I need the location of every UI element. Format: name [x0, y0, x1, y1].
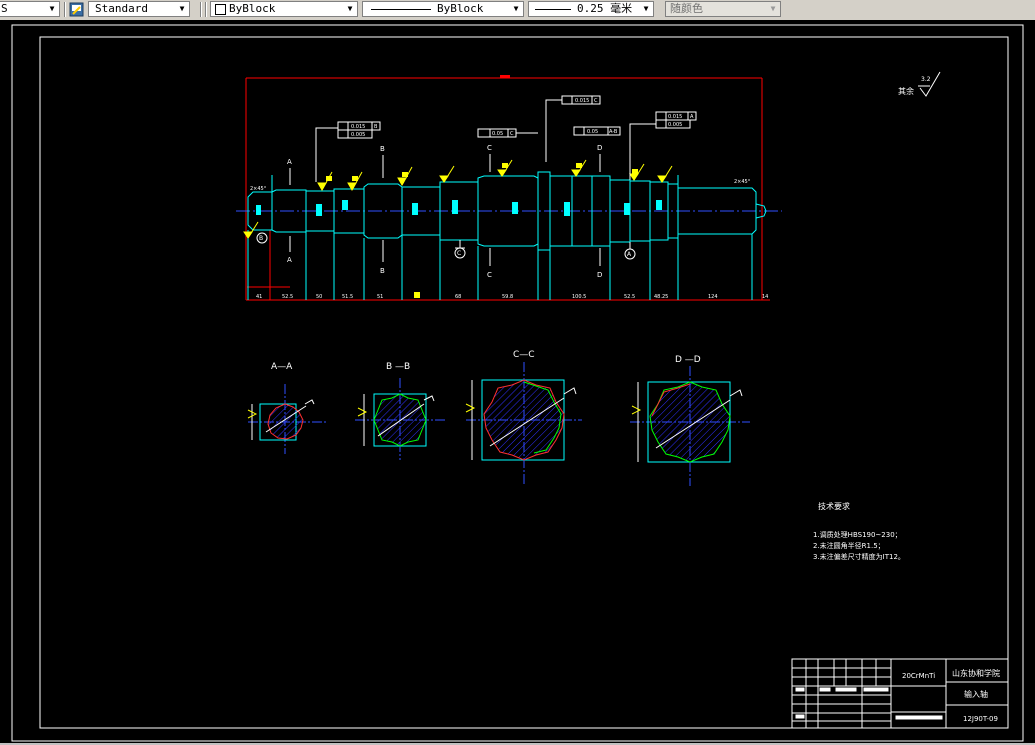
overall-dimension	[245, 75, 770, 301]
keyway-marks	[256, 200, 662, 216]
text-style-dropdown[interactable]: Standard ▼	[88, 1, 190, 17]
section-view-b: B —B	[355, 362, 445, 460]
title-school: 山东协和学院	[952, 668, 1000, 678]
linetype-sample-icon	[371, 9, 431, 10]
section-cut-lines: A A B B C C D D	[287, 144, 602, 279]
section-label: C	[487, 144, 492, 152]
partial-dropdown[interactable]: S ▼	[0, 1, 60, 17]
dim-value: 68	[455, 294, 461, 300]
partial-dropdown-value: S	[1, 2, 8, 15]
tolerance-value: 0.005	[351, 132, 365, 138]
roughness-symbol: 其余 3.2	[898, 71, 941, 97]
tolerance-frames: 0.015 B 0.005 0.015 C 0.05 C 0.05 A-B 0.…	[315, 95, 697, 182]
section-view-title: D —D	[675, 355, 701, 365]
dim-value: 14	[762, 294, 768, 300]
roughness-value: 3.2	[921, 76, 931, 83]
roughness-flags	[243, 159, 673, 298]
tech-req-title: 技术要求	[818, 501, 850, 511]
section-view-title: A—A	[271, 362, 293, 372]
drawing-canvas[interactable]: 其余 3.2	[0, 20, 1035, 745]
tolerance-ref: A	[690, 114, 694, 120]
section-view-d: D —D	[630, 355, 750, 486]
dim-value: 100.5	[572, 294, 586, 300]
linetype-dropdown[interactable]: ByBlock ▼	[362, 1, 524, 17]
section-label: B	[380, 267, 385, 275]
dim-value: 124	[708, 294, 718, 300]
section-view-title: C—C	[513, 350, 535, 360]
chamfer-right: 2×45°	[734, 179, 751, 185]
section-label: A	[287, 158, 292, 166]
chevron-down-icon: ▼	[347, 4, 353, 13]
tolerance-value: 0.015	[668, 114, 682, 120]
title-block: 20CrMnTi 山东协和学院 输入轴 12J90T-09	[791, 658, 1009, 729]
tolerance-ref: A-B	[609, 129, 618, 135]
bottom-dimensions: 41 52.5 50 51.5 51 68 59.8 100.5 52.5 48…	[256, 294, 768, 300]
datum-label: B	[259, 235, 263, 242]
chevron-down-icon: ▼	[770, 4, 776, 13]
chevron-down-icon: ▼	[513, 4, 519, 13]
technical-requirements: 技术要求 1.调质处理HBS190~230； 2.未注圆角半径R1.5； 3.未…	[813, 501, 905, 561]
chevron-down-icon: ▼	[49, 4, 55, 13]
dim-value: 52.5	[282, 294, 293, 300]
section-label: B	[380, 145, 385, 153]
section-view-c: C—C	[465, 350, 582, 484]
datum-label: A	[627, 251, 632, 258]
properties-toolbar: S ▼ Standard ▼ ByBlock ▼ ByBlock ▼ 0.25 …	[0, 0, 1035, 21]
toolbar-separator	[64, 2, 66, 17]
dim-value: 52.5	[624, 294, 635, 300]
lineweight-value: 0.25 毫米	[577, 2, 633, 15]
tolerance-value: 0.015	[575, 98, 589, 104]
datum-label: C	[457, 250, 461, 257]
layer-color-dropdown[interactable]: ByBlock ▼	[210, 1, 358, 17]
toolbar-separator	[205, 2, 207, 17]
text-style-value: Standard	[95, 2, 148, 15]
shaft-outline	[247, 171, 767, 300]
dim-value: 51	[377, 294, 383, 300]
outer-frame	[11, 24, 1024, 742]
dim-value: 41	[256, 294, 262, 300]
chevron-down-icon: ▼	[643, 4, 649, 13]
inner-frame	[39, 36, 1009, 729]
window-bottom-edge	[0, 743, 1035, 745]
layer-color-value: ByBlock	[229, 2, 276, 15]
tech-req-item: 2.未注圆角半径R1.5；	[813, 541, 885, 550]
section-label: D	[597, 144, 602, 152]
chamfer-left: 2×45°	[250, 186, 267, 192]
title-material: 20CrMnTi	[902, 672, 935, 680]
section-label: A	[287, 256, 292, 264]
dim-value: 48.25	[654, 294, 668, 300]
tolerance-ref: C	[510, 131, 514, 137]
lineweight-sample-icon	[535, 9, 571, 10]
dim-value: 51.5	[342, 294, 353, 300]
text-style-icon[interactable]	[69, 2, 84, 17]
plot-style-value: 随颜色	[670, 2, 703, 15]
chevron-down-icon: ▼	[179, 4, 185, 13]
dim-value: 59.8	[502, 294, 513, 300]
tech-req-item: 3.未注偏差尺寸精度为IT12。	[813, 552, 905, 561]
cad-drawing: 其余 3.2	[11, 24, 1024, 742]
section-view-title: B —B	[386, 362, 410, 372]
section-view-a: A—A	[247, 362, 328, 454]
lineweight-dropdown[interactable]: 0.25 毫米 ▼	[528, 1, 654, 17]
linetype-value: ByBlock	[437, 2, 484, 15]
tech-req-item: 1.调质处理HBS190~230；	[813, 530, 902, 539]
title-part-name: 输入轴	[964, 689, 988, 699]
tolerance-ref: C	[594, 98, 598, 104]
plot-style-dropdown[interactable]: 随颜色 ▼	[665, 1, 781, 17]
tolerance-value: 0.015	[351, 124, 365, 130]
tolerance-value: 0.05	[492, 131, 503, 137]
datum-markers: B C A	[256, 232, 636, 260]
section-label: D	[597, 271, 602, 279]
color-swatch-icon	[215, 4, 226, 15]
dim-value: 50	[316, 294, 322, 300]
tolerance-ref: B	[374, 124, 378, 130]
roughness-label: 其余	[898, 86, 914, 96]
title-drawing-no: 12J90T-09	[963, 715, 998, 723]
tolerance-value: 0.05	[587, 129, 598, 135]
tolerance-value: 0.005	[668, 122, 682, 128]
toolbar-separator	[200, 2, 202, 17]
section-label: C	[487, 271, 492, 279]
